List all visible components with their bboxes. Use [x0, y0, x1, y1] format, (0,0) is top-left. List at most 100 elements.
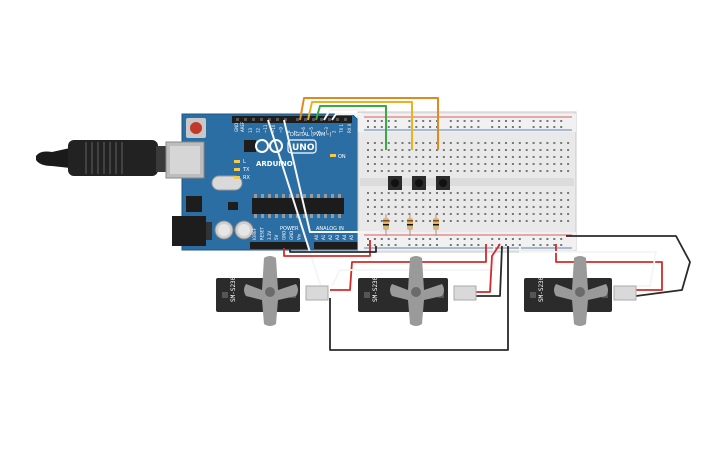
analog-header[interactable] [314, 242, 358, 249]
breadboard-hole[interactable] [546, 142, 549, 144]
breadboard-hole[interactable] [401, 192, 404, 194]
breadboard-hole[interactable] [394, 126, 397, 128]
breadboard-hole[interactable] [387, 192, 390, 194]
breadboard-hole[interactable] [442, 199, 445, 201]
breadboard-hole[interactable] [560, 220, 563, 222]
breadboard-hole[interactable] [380, 192, 383, 194]
breadboard-hole[interactable] [498, 199, 501, 201]
breadboard-hole[interactable] [442, 142, 445, 144]
breadboard-hole[interactable] [539, 156, 542, 158]
breadboard-hole[interactable] [553, 192, 556, 194]
breadboard-hole[interactable] [442, 163, 445, 165]
breadboard-hole[interactable] [511, 206, 514, 208]
breadboard-hole[interactable] [505, 156, 507, 158]
breadboard-hole[interactable] [442, 206, 445, 208]
breadboard-hole[interactable] [415, 244, 418, 246]
breadboard-hole[interactable] [380, 244, 383, 246]
breadboard-hole[interactable] [546, 126, 549, 128]
breadboard-hole[interactable] [449, 238, 452, 240]
breadboard-hole[interactable] [546, 244, 549, 246]
breadboard-hole[interactable] [505, 142, 507, 144]
breadboard-hole[interactable] [505, 238, 507, 240]
breadboard-hole[interactable] [387, 156, 390, 158]
breadboard-hole[interactable] [567, 220, 570, 222]
breadboard-hole[interactable] [470, 220, 473, 222]
breadboard-hole[interactable] [498, 192, 501, 194]
breadboard-hole[interactable] [422, 199, 425, 201]
breadboard-hole[interactable] [511, 192, 514, 194]
breadboard-hole[interactable] [387, 206, 390, 208]
breadboard-hole[interactable] [498, 238, 501, 240]
resistor-2[interactable] [407, 214, 413, 236]
breadboard-hole[interactable] [470, 126, 473, 128]
breadboard-hole[interactable] [367, 206, 369, 208]
breadboard-hole[interactable] [553, 120, 556, 122]
breadboard-hole[interactable] [463, 213, 466, 215]
breadboard-hole[interactable] [456, 170, 459, 172]
servo-2[interactable]: SM-S2309S [358, 256, 477, 326]
breadboard-hole[interactable] [401, 163, 404, 165]
breadboard-hole[interactable] [532, 149, 535, 151]
breadboard-hole[interactable] [491, 149, 494, 151]
breadboard-hole[interactable] [401, 213, 404, 215]
breadboard-hole[interactable] [484, 213, 487, 215]
breadboard-hole[interactable] [532, 206, 535, 208]
wire-white-servo3[interactable] [519, 246, 657, 287]
breadboard-hole[interactable] [415, 213, 418, 215]
breadboard-hole[interactable] [539, 149, 542, 151]
breadboard-hole[interactable] [484, 142, 487, 144]
breadboard-hole[interactable] [553, 163, 556, 165]
breadboard-hole[interactable] [518, 238, 521, 240]
breadboard-hole[interactable] [456, 126, 459, 128]
breadboard-hole[interactable] [539, 192, 542, 194]
breadboard-hole[interactable] [449, 156, 452, 158]
arduino-uno-board[interactable] [165, 113, 361, 251]
breadboard-hole[interactable] [380, 126, 383, 128]
breadboard-hole[interactable] [408, 206, 411, 208]
breadboard-hole[interactable] [373, 163, 376, 165]
breadboard-hole[interactable] [463, 170, 466, 172]
breadboard-hole[interactable] [429, 199, 432, 201]
breadboard-hole[interactable] [429, 192, 432, 194]
breadboard-hole[interactable] [394, 244, 397, 246]
breadboard-hole[interactable] [477, 206, 480, 208]
breadboard-hole[interactable] [463, 149, 466, 151]
breadboard-hole[interactable] [539, 213, 542, 215]
breadboard-hole[interactable] [484, 156, 487, 158]
breadboard-hole[interactable] [532, 238, 535, 240]
breadboard-hole[interactable] [408, 213, 411, 215]
breadboard-hole[interactable] [429, 220, 432, 222]
breadboard-hole[interactable] [532, 163, 535, 165]
breadboard-hole[interactable] [456, 220, 459, 222]
breadboard-hole[interactable] [491, 142, 494, 144]
breadboard-hole[interactable] [484, 206, 487, 208]
breadboard-hole[interactable] [525, 156, 528, 158]
breadboard-hole[interactable] [387, 120, 390, 122]
breadboard-hole[interactable] [539, 120, 542, 122]
breadboard-hole[interactable] [463, 238, 466, 240]
breadboard-hole[interactable] [449, 126, 452, 128]
breadboard-hole[interactable] [511, 142, 514, 144]
breadboard-hole[interactable] [498, 206, 501, 208]
breadboard-hole[interactable] [429, 156, 432, 158]
breadboard-hole[interactable] [387, 199, 390, 201]
breadboard-hole[interactable] [539, 206, 542, 208]
breadboard-hole[interactable] [415, 163, 418, 165]
breadboard-hole[interactable] [394, 192, 397, 194]
breadboard-hole[interactable] [367, 238, 369, 240]
breadboard-hole[interactable] [394, 206, 397, 208]
breadboard-hole[interactable] [525, 149, 528, 151]
breadboard-hole[interactable] [380, 206, 383, 208]
breadboard-hole[interactable] [539, 142, 542, 144]
breadboard-hole[interactable] [567, 142, 570, 144]
breadboard-hole[interactable] [449, 163, 452, 165]
wire-white-1[interactable] [323, 109, 366, 121]
breadboard-hole[interactable] [560, 213, 563, 215]
breadboard-hole[interactable] [442, 156, 445, 158]
breadboard-hole[interactable] [553, 244, 556, 246]
breadboard-hole[interactable] [567, 213, 570, 215]
breadboard-hole[interactable] [436, 192, 438, 194]
breadboard-hole[interactable] [567, 149, 570, 151]
breadboard-hole[interactable] [436, 206, 438, 208]
servo-1[interactable]: SM-S2309S [216, 256, 329, 326]
